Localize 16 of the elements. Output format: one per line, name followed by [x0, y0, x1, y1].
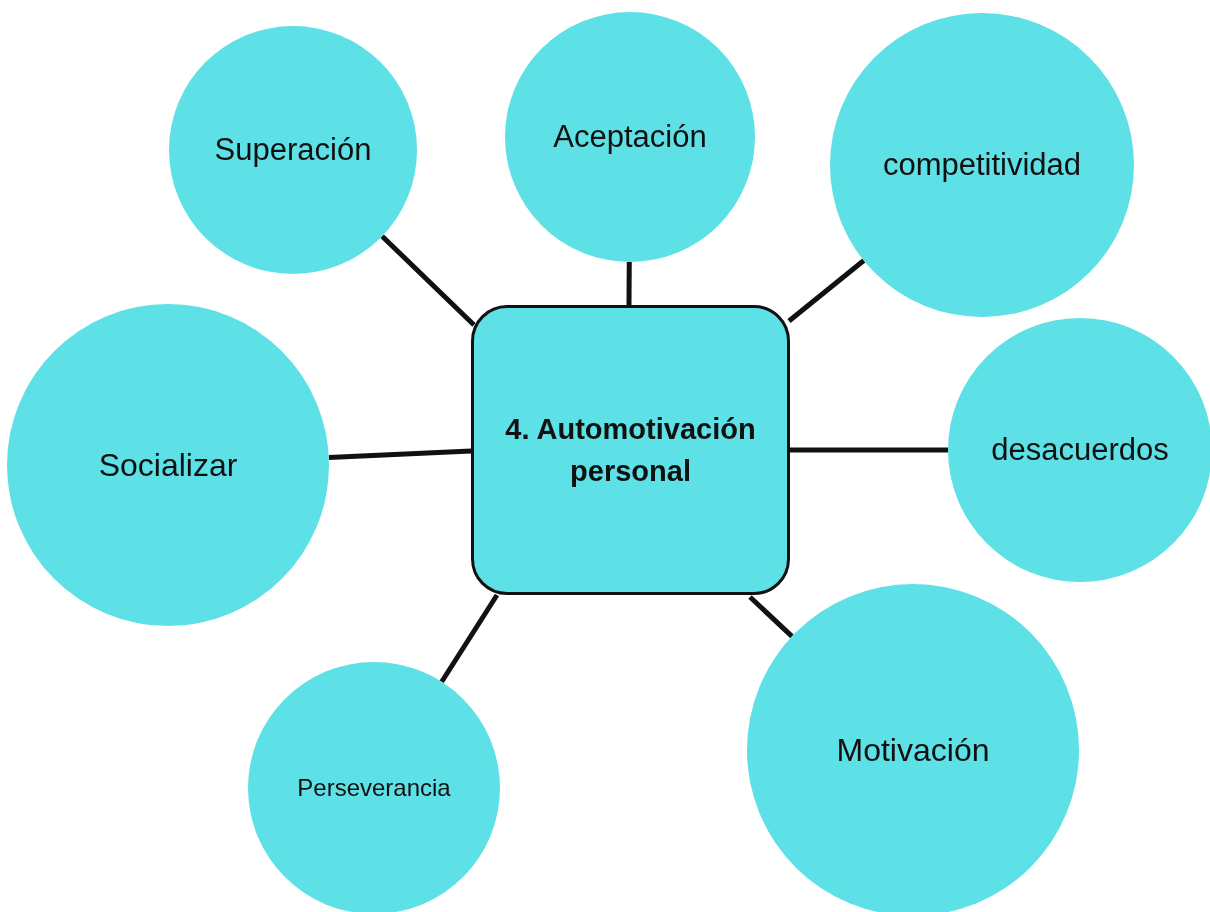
connector-line	[790, 447, 948, 453]
connector-line	[787, 258, 866, 323]
connector-line	[439, 593, 500, 684]
heading-text: 4. Automotivación personal	[504, 411, 757, 489]
node-label: Motivación	[836, 730, 990, 770]
node-label: desacuerdos	[991, 430, 1169, 469]
connector-line	[380, 234, 476, 327]
connector-line	[748, 595, 794, 639]
node-label: Aceptación	[553, 117, 707, 156]
node-label: Superación	[214, 130, 372, 169]
node-label: Perseverancia	[297, 772, 451, 803]
node-label: Socializar	[98, 445, 238, 485]
connector-line	[328, 448, 472, 461]
node-label: competitividad	[882, 145, 1082, 184]
rounded-box	[471, 305, 790, 595]
connector-line	[626, 262, 632, 305]
